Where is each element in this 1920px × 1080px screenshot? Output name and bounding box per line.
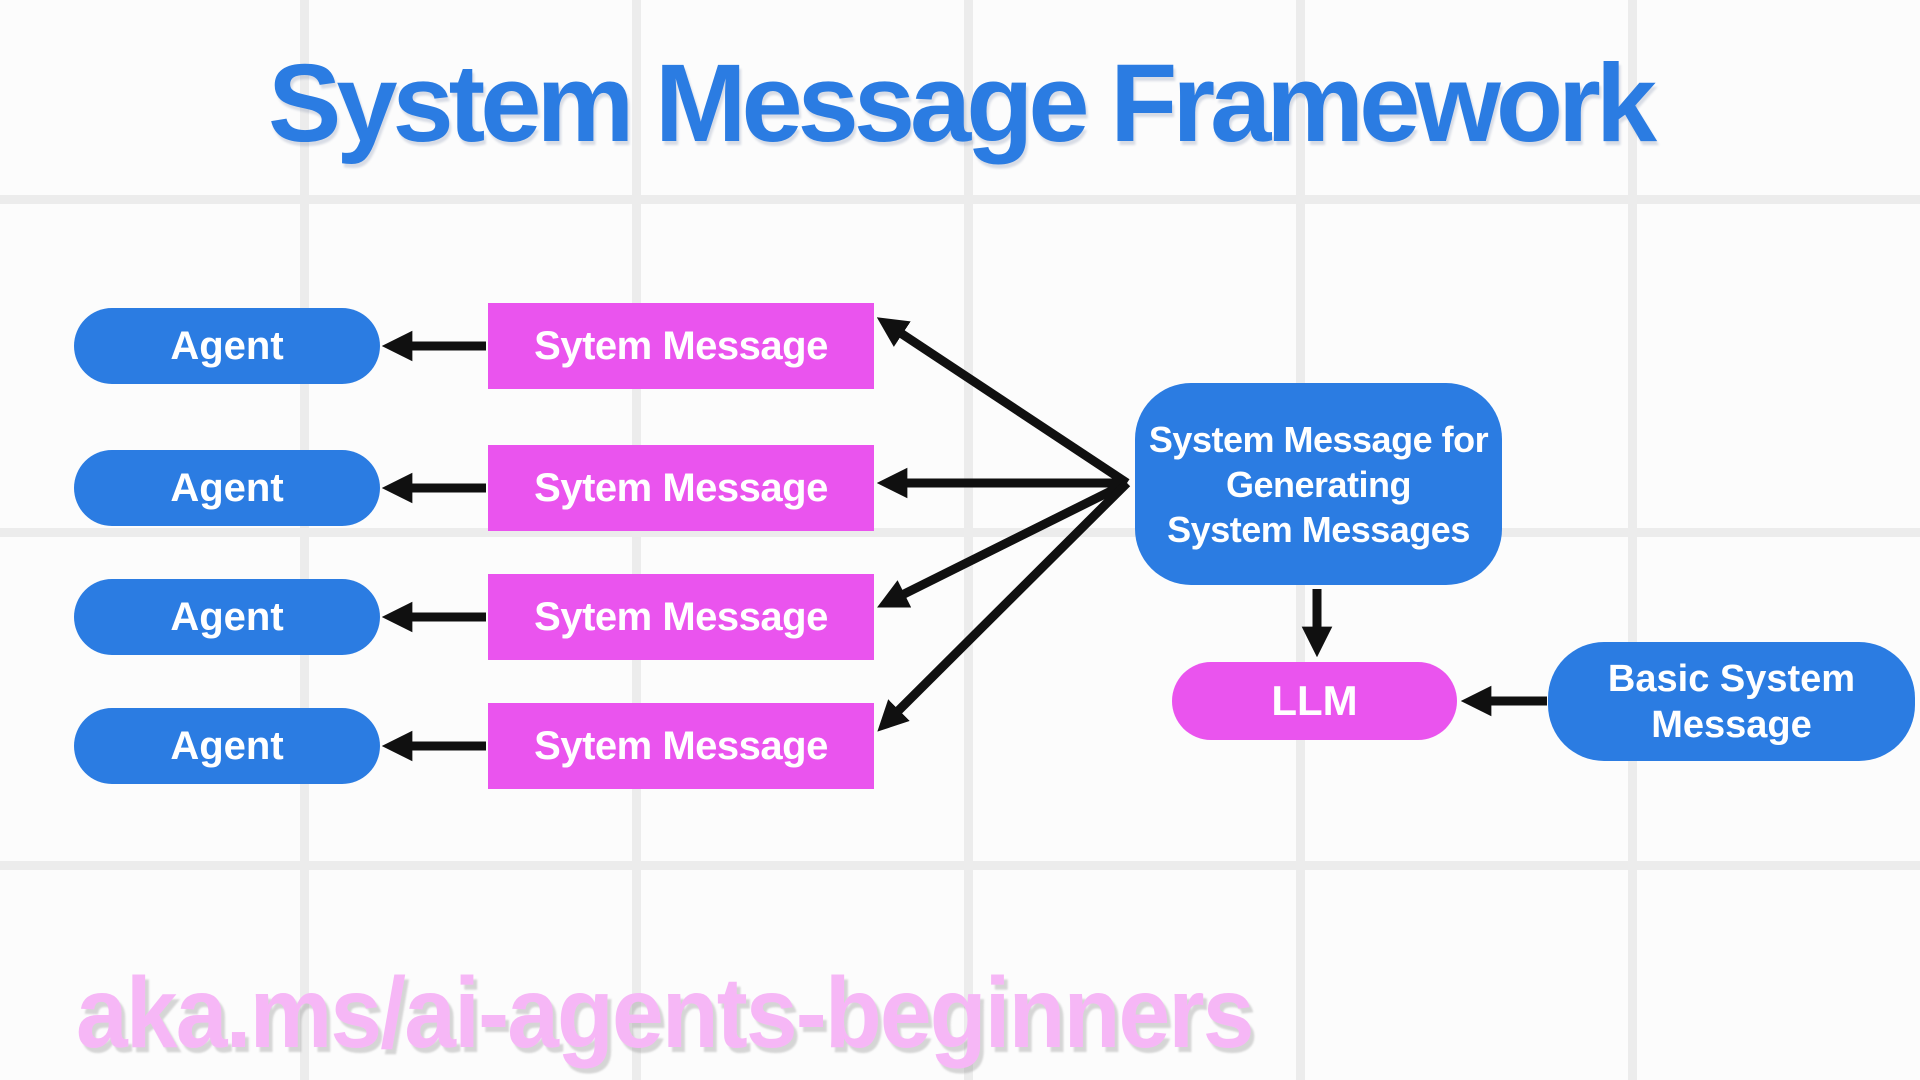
system-message-box-2: Sytem Message [488,445,874,531]
page-title: System Message Framework [267,42,1657,165]
arrow-generator-to-message-1 [876,317,1130,487]
generator-box-line-1: System Message for [1148,418,1489,460]
generator-box-line-3: System Messages [1167,508,1470,550]
agent-pill-label: Agent [170,594,284,639]
generator-box-line-2: Generating [1225,463,1412,505]
basic-box-line-2: Message [1651,703,1812,746]
llm-pill-label: LLM [1271,677,1358,724]
system-message-box-label: Sytem Message [534,323,828,368]
basic-system-message-box: Basic System Message [1548,642,1915,761]
llm-pill: LLM [1172,662,1457,740]
system-message-box-label: Sytem Message [534,594,828,639]
system-message-box-label: Sytem Message [534,723,828,768]
system-message-box-4: Sytem Message [488,703,874,789]
agent-pill-4: Agent [74,708,380,784]
generator-box: System Message for Generating System Mes… [1135,383,1502,585]
arrow-generator-to-message-4 [877,479,1131,732]
agent-pill-label: Agent [170,323,284,368]
agent-pill-1: Agent [74,308,380,384]
agent-pill-label: Agent [170,723,284,768]
system-message-box-1: Sytem Message [488,303,874,389]
system-message-box-label: Sytem Message [534,465,828,510]
agent-pill-label: Agent [170,465,284,510]
arrow-generator-to-message-3 [877,478,1130,608]
basic-box-line-1: Basic System [1607,657,1856,700]
footer-url: aka.ms/ai-agents-beginners [76,957,1254,1069]
agent-pill-2: Agent [74,450,380,526]
agent-pill-3: Agent [74,579,380,655]
system-message-box-3: Sytem Message [488,574,874,660]
